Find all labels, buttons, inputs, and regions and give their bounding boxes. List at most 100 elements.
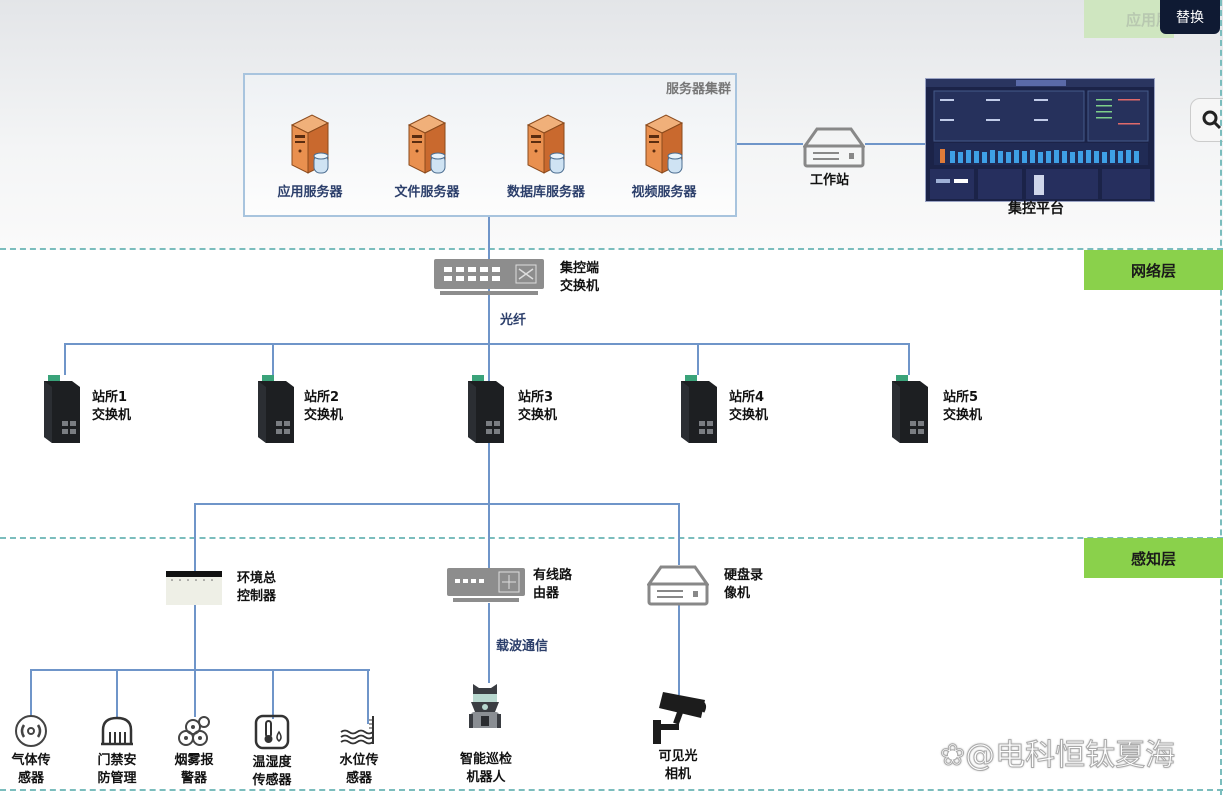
station-switch-2[interactable] — [256, 375, 296, 449]
connector — [488, 445, 490, 505]
nvr-label: 硬盘录像机 — [724, 568, 764, 601]
nvr-icon — [646, 565, 710, 606]
router-icon — [447, 568, 525, 602]
controller-icon — [166, 571, 222, 605]
sensor-temp-humidity[interactable]: 温湿度传感器 — [242, 714, 302, 790]
carrier-comm-label: 载波通信 — [496, 639, 549, 654]
station-switch-1[interactable] — [42, 375, 82, 449]
visible-light-camera[interactable] — [653, 690, 709, 748]
server-file[interactable]: 文件服务器 — [368, 111, 486, 200]
layer-divider — [0, 537, 1223, 539]
server-video[interactable]: 视频服务器 — [605, 111, 723, 200]
server-name: 文件服务器 — [394, 185, 460, 200]
connector — [194, 503, 680, 505]
workstation-icon — [802, 127, 866, 168]
connector — [194, 503, 196, 571]
connector — [908, 343, 910, 375]
connector — [272, 343, 274, 375]
server-icon — [644, 114, 684, 174]
server-name: 视频服务器 — [631, 185, 697, 200]
workstation[interactable] — [802, 126, 866, 172]
industrial-switch-icon — [258, 375, 294, 443]
sensor-label: 温湿度传感器 — [252, 755, 292, 788]
connector — [678, 503, 680, 565]
industrial-switch-icon — [892, 375, 928, 443]
smoke-alarm-icon — [178, 716, 210, 746]
platform-label: 集控平台 — [1008, 201, 1064, 217]
env-controller[interactable] — [166, 571, 222, 609]
access-gate-icon — [101, 716, 133, 746]
core-switch[interactable] — [434, 259, 544, 303]
server-name: 数据库服务器 — [506, 185, 585, 200]
camera-label: 可见光相机 — [658, 749, 698, 782]
server-cluster-title: 服务器集群 — [665, 82, 731, 97]
fiber-label: 光纤 — [500, 313, 527, 328]
search-button[interactable] — [1190, 98, 1223, 142]
connector — [64, 343, 910, 345]
connector — [733, 143, 803, 145]
network-switch-icon — [434, 259, 544, 295]
server-icon — [526, 114, 566, 174]
station-switch-4[interactable] — [679, 375, 719, 449]
baidu-paw-icon: ❀ — [939, 738, 966, 774]
robot-label: 智能巡检机器人 — [459, 752, 512, 785]
server-cluster: 服务器集群 应用服务器 文件服务器 数据库服务器 视频服务器 — [243, 73, 737, 217]
connector — [272, 669, 274, 719]
workstation-label: 工作站 — [810, 173, 850, 188]
server-name: 应用服务器 — [277, 185, 343, 200]
industrial-switch-icon — [681, 375, 717, 443]
server-database[interactable]: 数据库服务器 — [487, 111, 605, 200]
server-icon — [407, 114, 447, 174]
connector — [30, 669, 32, 717]
sensor-water-level[interactable]: 水位传感器 — [329, 714, 389, 788]
gas-sensor-icon — [15, 715, 47, 747]
connector — [64, 343, 66, 375]
core-switch-label: 集控端交换机 — [560, 261, 600, 294]
connector — [194, 669, 196, 717]
inspection-robot[interactable] — [465, 680, 505, 736]
sensor-label: 门禁安防管理 — [97, 753, 137, 786]
wired-router[interactable] — [447, 568, 525, 608]
connector — [697, 343, 699, 375]
thermometer-icon — [254, 714, 290, 750]
layer-divider — [0, 248, 1223, 250]
layer-tag-application: 应用层 — [1084, 0, 1174, 38]
nvr[interactable] — [646, 564, 710, 610]
sensor-access-control[interactable]: 门禁安防管理 — [87, 714, 147, 788]
layer-tag-perception: 感知层 — [1084, 538, 1223, 578]
industrial-switch-icon — [44, 375, 80, 443]
server-icon — [290, 114, 330, 174]
connector — [367, 669, 369, 724]
dashboard-preview-icon — [926, 79, 1154, 199]
station-switch-3[interactable] — [466, 375, 506, 449]
industrial-switch-icon — [468, 375, 504, 443]
search-icon — [1202, 110, 1222, 130]
layer-divider — [0, 789, 1223, 791]
connector — [488, 503, 490, 568]
router-label: 有线路由器 — [533, 568, 573, 601]
server-application[interactable]: 应用服务器 — [251, 111, 369, 200]
sensor-smoke[interactable]: 烟雾报警器 — [164, 714, 224, 788]
water-level-icon — [340, 716, 374, 745]
env-controller-label: 环境总控制器 — [237, 571, 277, 604]
platform-dashboard-thumbnail[interactable] — [925, 78, 1155, 202]
connector — [865, 143, 925, 145]
station-switch-5[interactable] — [890, 375, 930, 449]
replace-button[interactable]: 替换 — [1160, 0, 1220, 34]
sensor-gas[interactable]: 气体传感器 — [1, 714, 61, 788]
sensor-label: 气体传感器 — [11, 753, 51, 786]
cctv-camera-icon — [653, 692, 707, 744]
connector — [30, 669, 370, 671]
layer-tag-network: 网络层 — [1084, 250, 1223, 290]
connector — [194, 605, 196, 670]
robot-icon — [469, 684, 501, 728]
watermark: ❀@电科恒钛夏海 — [939, 738, 1176, 774]
connector — [678, 605, 680, 695]
right-border — [1220, 0, 1222, 795]
sensor-label: 水位传感器 — [339, 753, 379, 786]
